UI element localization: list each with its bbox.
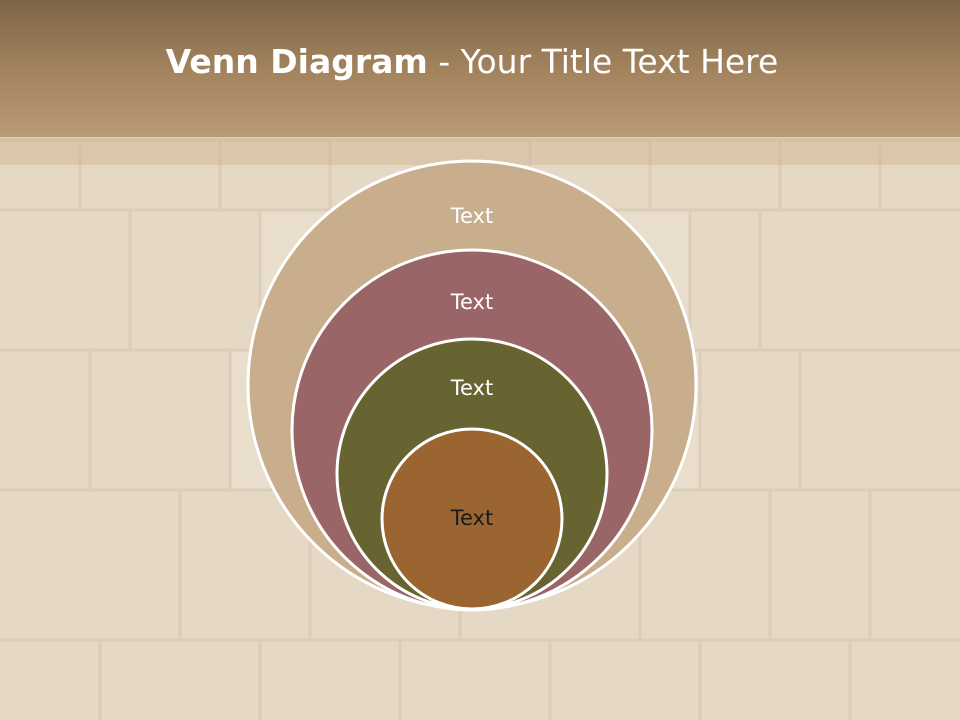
venn-ring-label-third[interactable]: Text (450, 376, 493, 400)
title-bar (0, 0, 960, 137)
slide-title: Venn Diagram - Your Title Text Here (0, 40, 944, 84)
venn-ring-inner (380, 427, 564, 611)
venn-ring-label-inner[interactable]: Text (450, 506, 493, 530)
venn-ring-label-outer[interactable]: Text (450, 204, 493, 228)
slide-title-bold: Venn Diagram (165, 42, 428, 81)
slide-title-rest: - Your Title Text Here (427, 42, 779, 81)
venn-ring-label-second[interactable]: Text (450, 290, 493, 314)
